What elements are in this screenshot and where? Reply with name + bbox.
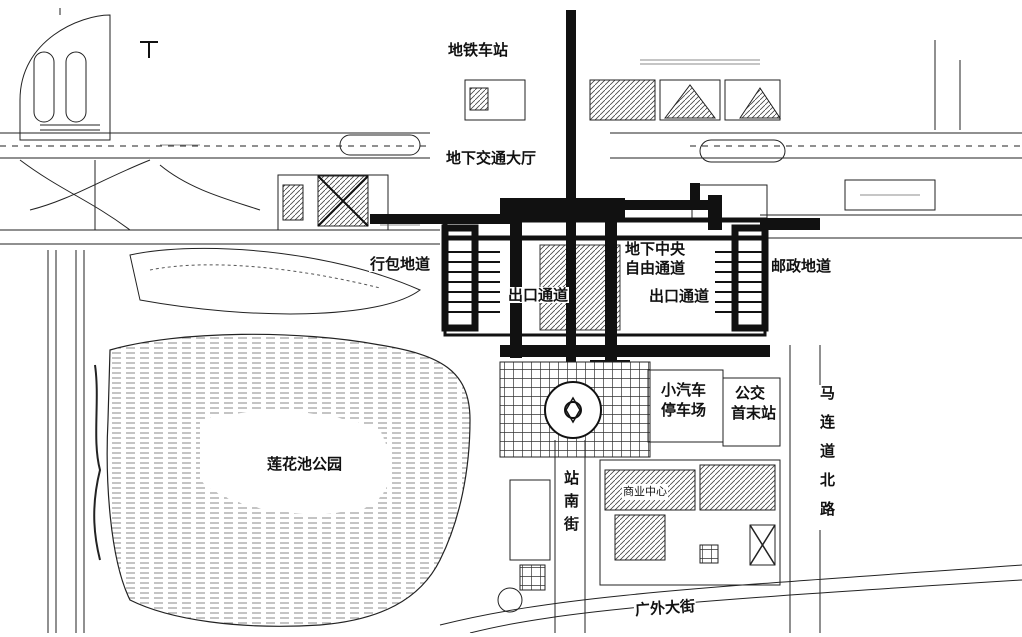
label-guangwai-street: 广外大街 bbox=[633, 596, 697, 620]
minor-annotations bbox=[160, 59, 920, 226]
label-underground-hall: 地下交通大厅 bbox=[445, 149, 538, 167]
label-central-passage-2: 自由通道 bbox=[624, 259, 687, 277]
north-arrow-icon bbox=[140, 41, 158, 58]
label-car-parking-1: 小汽车 bbox=[660, 381, 708, 399]
label-zhannan-street: 站南街 bbox=[562, 470, 580, 539]
label-baggage-tunnel: 行包地道 bbox=[369, 255, 432, 273]
commercial-block bbox=[599, 459, 781, 586]
underground-passages bbox=[370, 10, 820, 400]
west-railway bbox=[47, 250, 102, 633]
north-road bbox=[0, 132, 1022, 159]
label-postal-tunnel: 邮政地道 bbox=[770, 257, 833, 275]
label-central-passage-1: 地下中央 bbox=[624, 240, 687, 258]
label-commercial-center: 商业中心 bbox=[622, 484, 668, 500]
east-buildings bbox=[691, 40, 961, 221]
north-buildings bbox=[339, 79, 786, 163]
lianhuachi-lake bbox=[106, 247, 471, 627]
label-bus-terminal-1: 公交 bbox=[734, 384, 767, 402]
label-exit-passage-right: 出口通道 bbox=[648, 287, 711, 305]
sports-field bbox=[19, 8, 111, 141]
zhannan-street bbox=[497, 440, 586, 633]
south-plaza bbox=[499, 361, 651, 458]
label-bus-terminal-2: 首末站 bbox=[730, 404, 778, 422]
label-subway-station: 地铁车站 bbox=[447, 41, 510, 59]
label-lianhuachi-park: 莲花池公园 bbox=[267, 455, 343, 473]
interchange bbox=[19, 159, 261, 231]
label-car-parking-2: 停车场 bbox=[660, 401, 708, 419]
label-exit-passage-left: 出口通道 bbox=[507, 286, 570, 304]
label-malian-road: 马连道北路 bbox=[818, 385, 836, 530]
building-left bbox=[277, 174, 389, 231]
